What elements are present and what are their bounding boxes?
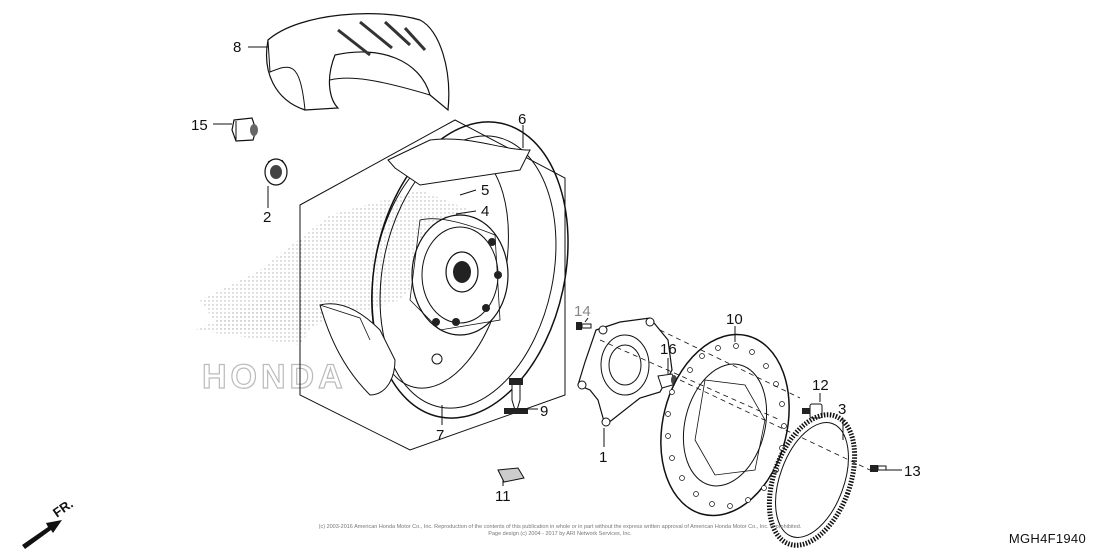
screw-part-13[interactable] [870, 465, 887, 472]
diagram-code: MGH4F1940 [1008, 531, 1086, 546]
callout-6: 6 [518, 111, 526, 128]
axle-nut-part-15[interactable] [231, 117, 258, 142]
tire-part-8[interactable] [266, 13, 450, 112]
wheel-rim-part-7[interactable] [319, 104, 594, 437]
front-direction-arrow-icon [22, 520, 62, 549]
svg-text:HONDA: HONDA [202, 358, 347, 396]
copyright-line-1: (c) 2003-2016 American Honda Motor Co., … [318, 524, 802, 530]
disc-carrier-part-1[interactable] [577, 317, 673, 427]
callout-7: 7 [436, 427, 444, 444]
honda-watermark-text: HONDA [201, 357, 347, 396]
hub-cap-part-2[interactable] [264, 158, 288, 186]
callout-5: 5 [481, 182, 489, 199]
honda-wing-watermark [195, 190, 470, 345]
callout-3: 3 [838, 401, 846, 418]
assembly-guide-lines [599, 329, 871, 471]
callout-8: 8 [233, 39, 241, 56]
callout-12: 12 [812, 377, 829, 394]
pulser-ring-part-3[interactable] [753, 403, 871, 557]
brake-disc-part-10[interactable] [643, 321, 808, 530]
callout-4: 4 [481, 203, 489, 220]
callout-13: 13 [904, 463, 921, 480]
callout-16: 16 [660, 341, 677, 358]
wheel-assembly-outline [299, 119, 566, 451]
callout-14: 14 [574, 303, 591, 320]
callout-15: 15 [191, 117, 208, 134]
callout-1: 1 [599, 449, 607, 466]
balance-weight-part-11[interactable] [497, 467, 525, 483]
callout-numbers: 8 15 2 6 5 4 7 9 11 1 14 16 10 12 3 13 [191, 39, 921, 505]
copyright-line-2: Page design (c) 2004 - 2017 by ARI Netwo… [488, 531, 632, 537]
copyright-notice: (c) 2003-2016 American Honda Motor Co., … [0, 524, 1120, 538]
callout-10: 10 [726, 311, 743, 328]
leader-lines [213, 46, 902, 486]
callout-9: 9 [540, 403, 548, 420]
bolt-part-14[interactable] [576, 322, 592, 330]
callout-11: 11 [495, 488, 511, 505]
wheel-hub [409, 214, 509, 336]
callout-2: 2 [263, 209, 271, 226]
